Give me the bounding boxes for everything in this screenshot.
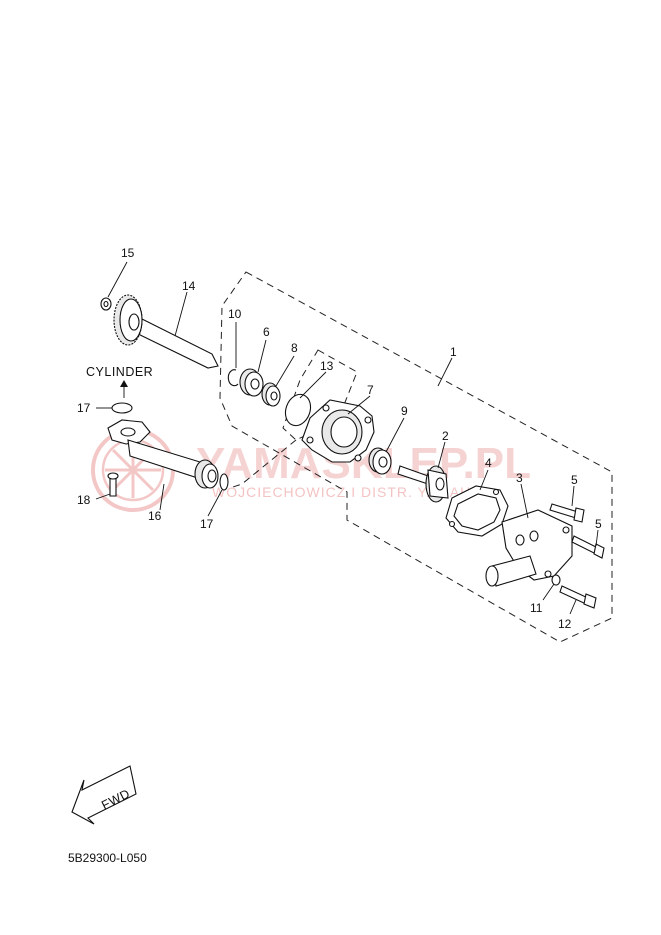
callout-18: 18 bbox=[77, 493, 91, 507]
callout-10: 10 bbox=[228, 307, 242, 321]
part-2-impeller bbox=[397, 465, 449, 503]
part-9-mechanical-seal bbox=[368, 447, 392, 475]
callout-7: 7 bbox=[367, 383, 374, 397]
callout-8: 8 bbox=[291, 341, 298, 355]
part-18-bolt bbox=[107, 472, 119, 497]
callout-2: 2 bbox=[442, 429, 449, 443]
callout-6: 6 bbox=[263, 325, 270, 339]
callout-1: 1 bbox=[450, 345, 457, 359]
part-14-shaft-gear bbox=[113, 294, 219, 369]
connection-line-17 bbox=[229, 439, 297, 489]
part-6-bearing bbox=[239, 368, 264, 397]
part-12-bolt bbox=[559, 585, 597, 609]
callouts: 15 14 10 6 8 13 7 9 2 4 3 5 5 11 12 1 16… bbox=[77, 246, 602, 631]
leader-lines bbox=[95, 261, 599, 615]
fwd-arrow-icon: FWD bbox=[71, 765, 137, 825]
callout-16: 16 bbox=[148, 509, 162, 523]
part-15-washer bbox=[100, 297, 112, 311]
part-11-washer bbox=[551, 574, 561, 586]
callout-9: 9 bbox=[401, 404, 408, 418]
part-7-pump-housing bbox=[301, 399, 375, 463]
part-17-o-ring-upper bbox=[111, 402, 133, 414]
callout-13: 13 bbox=[320, 359, 334, 373]
part-16-water-pipe bbox=[107, 419, 219, 489]
part-4-gasket bbox=[445, 485, 509, 537]
callout-3: 3 bbox=[516, 471, 523, 485]
assembly-outline-1 bbox=[219, 271, 613, 643]
part-5-bolt-lower bbox=[571, 535, 605, 559]
callout-11: 11 bbox=[530, 601, 543, 615]
callout-4: 4 bbox=[485, 456, 492, 470]
callout-17-upper: 17 bbox=[77, 401, 91, 415]
callout-5-upper: 5 bbox=[571, 473, 578, 487]
part-17-o-ring-lower bbox=[219, 473, 229, 491]
cylinder-label: CYLINDER bbox=[86, 365, 153, 379]
part-5-bolt-upper bbox=[549, 503, 585, 523]
diagram-code: 5B29300-L050 bbox=[68, 851, 147, 865]
part-10-circlip bbox=[227, 369, 239, 387]
callout-14: 14 bbox=[182, 279, 196, 293]
callout-15: 15 bbox=[121, 246, 135, 260]
part-3-pump-cover bbox=[485, 509, 573, 587]
part-8-oil-seal bbox=[261, 382, 281, 407]
callout-17-lower: 17 bbox=[200, 517, 214, 531]
callout-12: 12 bbox=[558, 617, 572, 631]
cylinder-arrow-icon bbox=[120, 380, 128, 398]
callout-5-lower: 5 bbox=[595, 517, 602, 531]
